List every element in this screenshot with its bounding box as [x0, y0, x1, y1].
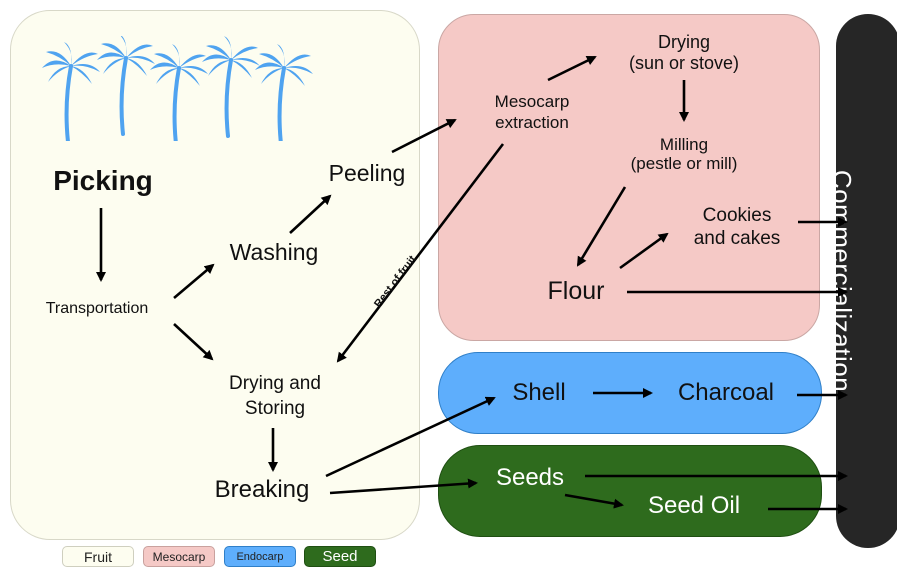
- picking-label: Picking: [53, 165, 153, 196]
- arrow-mesocarp-drying-storing: [336, 143, 505, 363]
- arrow-seeds-seedoil: [564, 493, 624, 509]
- breaking-label: Breaking: [214, 476, 310, 503]
- milling-line-2: (pestle or mill): [630, 154, 738, 173]
- drying-sun-stove-label: Drying (sun or stove): [604, 32, 764, 74]
- drying-line-2: (sun or stove): [628, 53, 740, 73]
- transportation-label: Transportation: [45, 300, 149, 317]
- drying-storing-line-2: Storing: [244, 398, 306, 419]
- mesocarp-line-2: extraction: [495, 113, 569, 132]
- peeling-label: Peeling: [328, 160, 406, 186]
- arrow-peeling-mesocarp: [391, 118, 457, 154]
- cookies-line-2: and cakes: [693, 228, 781, 249]
- fruit-region: [10, 10, 420, 540]
- arrow-transportation-drying: [173, 323, 214, 361]
- drying-storing-line-1: Drying and: [229, 373, 321, 394]
- drying-storing-label: Drying and Storing: [200, 371, 350, 421]
- arrow-washing-peeling: [289, 194, 332, 234]
- legend-seed: Seed: [304, 546, 376, 567]
- legend-fruit: Fruit: [62, 546, 134, 567]
- arrow-milling-flour: [576, 186, 627, 267]
- mesocarp-extraction-label: Mesocarp extraction: [462, 91, 602, 133]
- charcoal-label: Charcoal: [677, 379, 775, 406]
- seed-oil-label: Seed Oil: [647, 492, 741, 519]
- legend-mesocarp: Mesocarp: [143, 546, 215, 567]
- mesocarp-line-1: Mesocarp: [494, 92, 570, 111]
- washing-label: Washing: [229, 239, 319, 265]
- arrow-flour-cookies: [619, 232, 669, 270]
- mesocarp-region: [438, 14, 820, 341]
- cookies-cakes-label: Cookies and cakes: [672, 204, 802, 250]
- milling-line-1: Milling: [659, 135, 709, 154]
- commercialization-bar: [836, 14, 897, 548]
- arrow-transportation-washing: [173, 263, 215, 299]
- shell-label: Shell: [512, 379, 566, 406]
- flour-label: Flour: [547, 277, 605, 305]
- milling-label: Milling (pestle or mill): [600, 135, 768, 173]
- cookies-line-1: Cookies: [702, 205, 772, 226]
- drying-line-1: Drying: [657, 32, 710, 52]
- arrow-breaking-shell: [325, 396, 496, 478]
- seed-region: [438, 445, 822, 537]
- seeds-label: Seeds: [495, 464, 565, 491]
- legend-endocarp: Endocarp: [224, 546, 296, 567]
- arrow-mesocarp-drying: [547, 55, 597, 82]
- arrow-breaking-seeds: [329, 478, 478, 495]
